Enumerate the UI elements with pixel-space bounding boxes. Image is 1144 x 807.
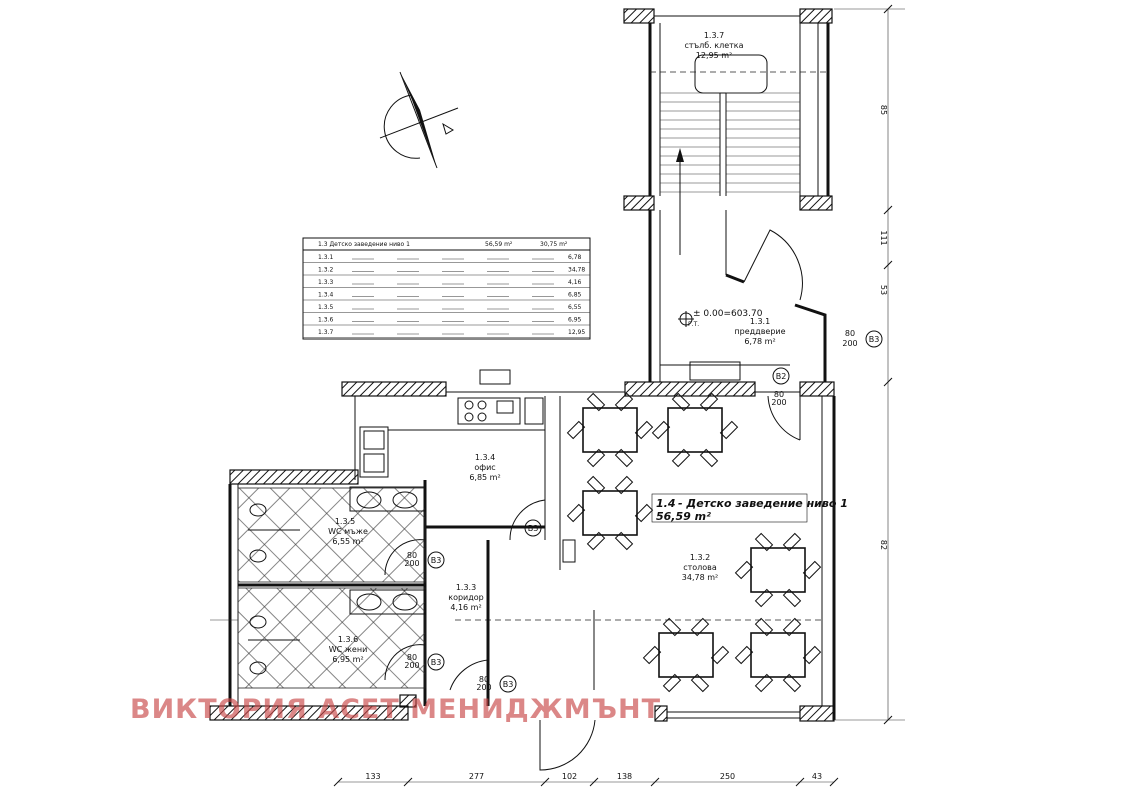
schedule-row-area: 12,95 [568,329,585,336]
room-number-kitchen: 1.3.4 [475,453,495,462]
dining-table [642,617,730,693]
dimension-bottom: 133 [365,772,380,781]
dining-table [734,532,822,608]
watermark-text: ВИКТОРИЯ АСЕТ МЕНИДЖМЪНТ [130,694,661,725]
north-arrow-icon [379,71,459,169]
room-number-entry: 1.3.1 [750,317,770,326]
door-width: 80 [407,551,417,560]
area-schedule-table: 1.3.1 6,78 1.3.2 34,78 1.3.3 4,16 1.3.4 6,85 1.3… [302,237,591,340]
room-number-dining: 1.3.2 [690,553,710,562]
dining-table [734,617,822,693]
door-tag: В3 [431,556,442,565]
door-tag: В3 [503,680,514,689]
schedule-row-area: 6,55 [568,304,582,311]
door-tag: В3 [431,658,442,667]
room-area-kitchen: 6,85 m² [469,473,500,482]
schedule-row-area: 6,85 [568,292,582,299]
door-height: 200 [404,661,419,670]
schedule-row-area: 6,95 [568,317,582,324]
room-number-stair: 1.3.7 [704,31,724,40]
dimension-bottom: 250 [720,772,735,781]
dimension-tick [883,377,893,387]
room-name-wc1: WC мъже [328,527,368,536]
door-tag: В2 [776,372,787,381]
dimension-lines [210,4,905,787]
dimension-tick [883,205,893,215]
schedule-row-area: 34,78 [568,267,585,274]
schedule-row-number: 1.3.5 [318,304,333,311]
room-name-corridor: коридор [448,593,484,602]
unit-code: 1.4 [656,497,676,510]
door-tag: В3 [528,524,539,533]
door-width: 80 [407,653,417,662]
room-area-wc2: 6,95 m² [332,655,363,664]
door-height: 200 [771,398,786,407]
dimension-tick [333,777,343,787]
dimension-tick [540,777,550,787]
dimension-tick [650,777,660,787]
room-number-wc2: 1.3.6 [338,635,358,644]
dimension-tick [883,260,893,270]
dimension-bottom: 102 [562,772,577,781]
dining-table [566,475,654,551]
dimension-right: 53 [879,285,888,295]
schedule-row-number: 1.3.2 [318,267,333,274]
door-tag: В3 [869,335,880,344]
door-height: 200 [476,683,491,692]
door-height: 200 [842,339,857,348]
wc-block [209,469,426,721]
room-number-wc1: 1.3.5 [335,517,355,526]
door-width: 80 [774,390,784,399]
dimension-tick [829,777,839,787]
dimension-bottom: 43 [812,772,822,781]
room-area-dining: 34,78 m² [682,573,718,582]
room-name-kitchen: офис [474,463,495,472]
dimension-right: 111 [879,230,888,245]
room-name-entry: преддверие [734,327,785,336]
unit-name: - Детско заведение ниво 1 [678,497,848,510]
dining-table [651,392,739,468]
schedule-title: 1.3 Детско заведение ниво 1 [318,241,410,248]
schedule-row-area: 6,78 [568,254,582,261]
room-name-dining: столова [683,563,717,572]
schedule-total: 56,59 m² [485,241,513,248]
stair-tower [623,8,833,255]
entrance-door-swing [539,719,596,771]
dimension-tick [589,777,599,787]
schedule-row-number: 1.3.3 [318,279,333,286]
dimension-bottom: 138 [617,772,632,781]
door-tags: В3 В3 В3 В3 В2 В3 80 200 80 200 80 200 8… [404,329,883,693]
room-area-corridor: 4,16 m² [450,603,481,612]
schedule-row-number: 1.3.6 [318,317,333,324]
dimension-right: 82 [879,540,888,550]
room-area-stair: 12,95 m² [696,51,732,60]
door-width: 80 [479,675,489,684]
room-area-wc1: 6,55 m² [332,537,363,546]
kitchen [354,369,576,563]
dimension-tick [795,777,805,787]
door-height: 200 [404,559,419,568]
room-name-stair: стълб. клетка [684,41,743,50]
dimension-bottom: 277 [469,772,484,781]
elevation-mark: ± 0.00=603.70 [693,309,763,319]
dining-hall [341,381,836,722]
unit-label-box [651,493,808,523]
room-number-corridor: 1.3.3 [456,583,476,592]
dimension-tick [403,777,413,787]
schedule-row-area: 4,16 [568,279,582,286]
schedule-subtotal: 30,75 m² [540,241,568,248]
elevation-note: Г.Т. [688,321,699,328]
entry-vestibule [648,210,827,382]
unit-area: 56,59 m² [656,510,711,523]
schedule-row-number: 1.3.4 [318,292,333,299]
schedule-row-number: 1.3.1 [318,254,333,261]
room-area-entry: 6,78 m² [744,337,775,346]
dining-table [566,392,654,468]
schedule-row-number: 1.3.7 [318,329,333,336]
dimension-right: 85 [879,105,888,115]
door-width: 80 [845,329,855,338]
room-name-wc2: WC жени [329,645,368,654]
